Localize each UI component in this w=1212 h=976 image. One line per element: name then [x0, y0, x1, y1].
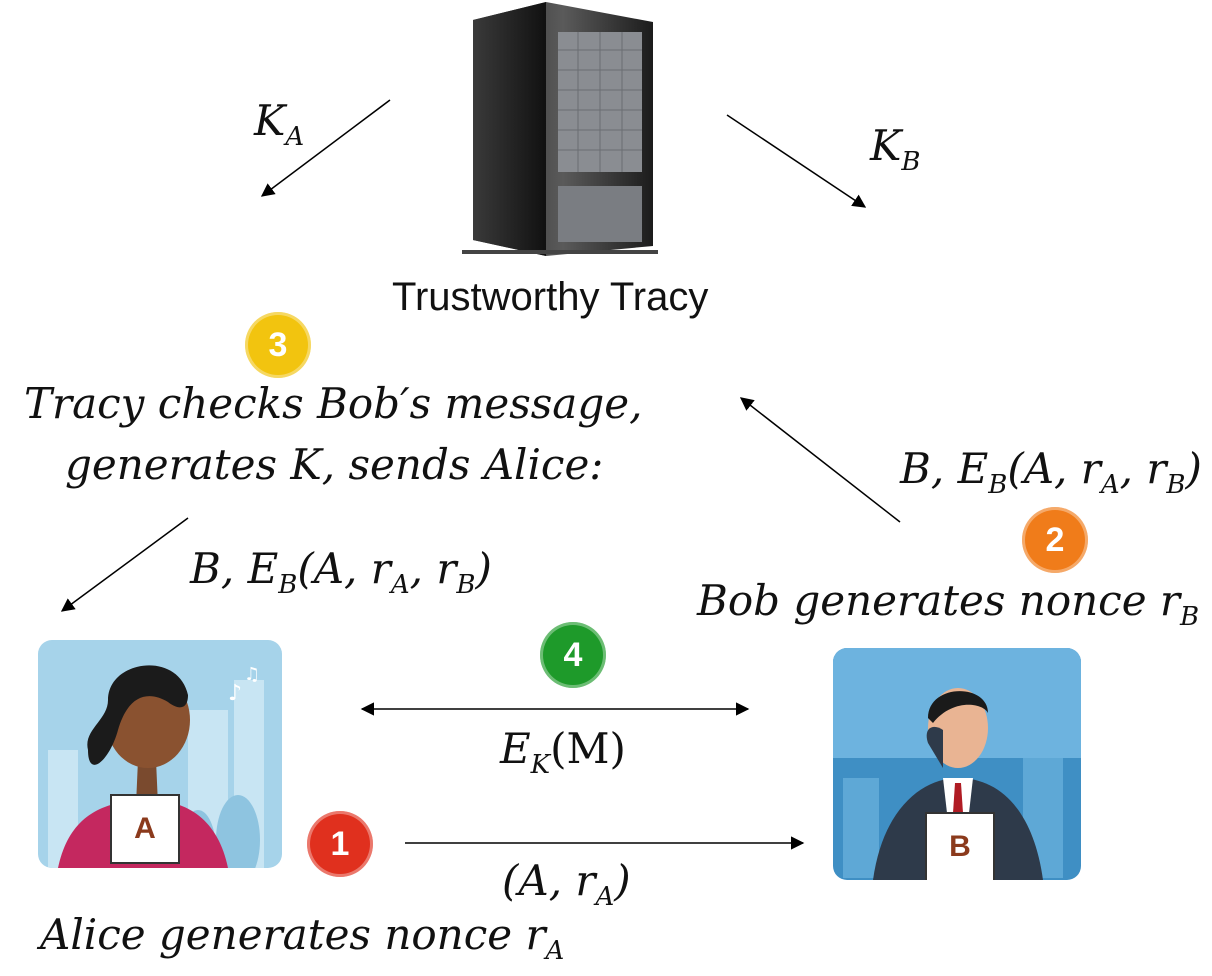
alice-avatar-icon: ♪ ♫ A	[38, 640, 282, 868]
message-session: EK(M)	[500, 724, 626, 780]
svg-text:♪: ♪	[228, 681, 242, 706]
step-4-badge: 4	[540, 622, 606, 688]
arrow-bob-to-tracy	[739, 397, 901, 523]
step3-text-line1: Tracy checks Bob′s message,	[24, 379, 643, 428]
server-tower-icon	[448, 0, 662, 258]
server-label: Trustworthy Tracy	[392, 275, 709, 319]
arrow-tracy-to-alice	[60, 517, 189, 612]
bob-tag: B	[925, 812, 995, 880]
message-bob-to-tracy: B, EB(A, rA, rB)	[900, 444, 1202, 500]
step3-text-line2: generates K, sends Alice:	[65, 440, 604, 489]
key-kb-label: KB	[870, 121, 921, 177]
alice-tag: A	[110, 794, 180, 864]
arrow-server-to-bob-kb	[726, 114, 867, 208]
alice-caption: Alice generates nonce rA	[40, 910, 565, 966]
message-tracy-to-alice: B, EB(A, rA, rB)	[190, 544, 492, 600]
step-3-badge: 3	[245, 312, 311, 378]
key-ka-label: KA	[254, 96, 305, 152]
step-1-badge: 1	[307, 811, 373, 877]
bob-caption: Bob generates nonce rB	[697, 576, 1200, 632]
bob-avatar-icon: B	[833, 648, 1081, 880]
message-alice-to-bob: (A, rA)	[502, 856, 631, 912]
arrow-server-to-alice-ka	[260, 99, 391, 197]
step-2-badge: 2	[1022, 507, 1088, 573]
svg-text:♫: ♫	[244, 664, 260, 685]
